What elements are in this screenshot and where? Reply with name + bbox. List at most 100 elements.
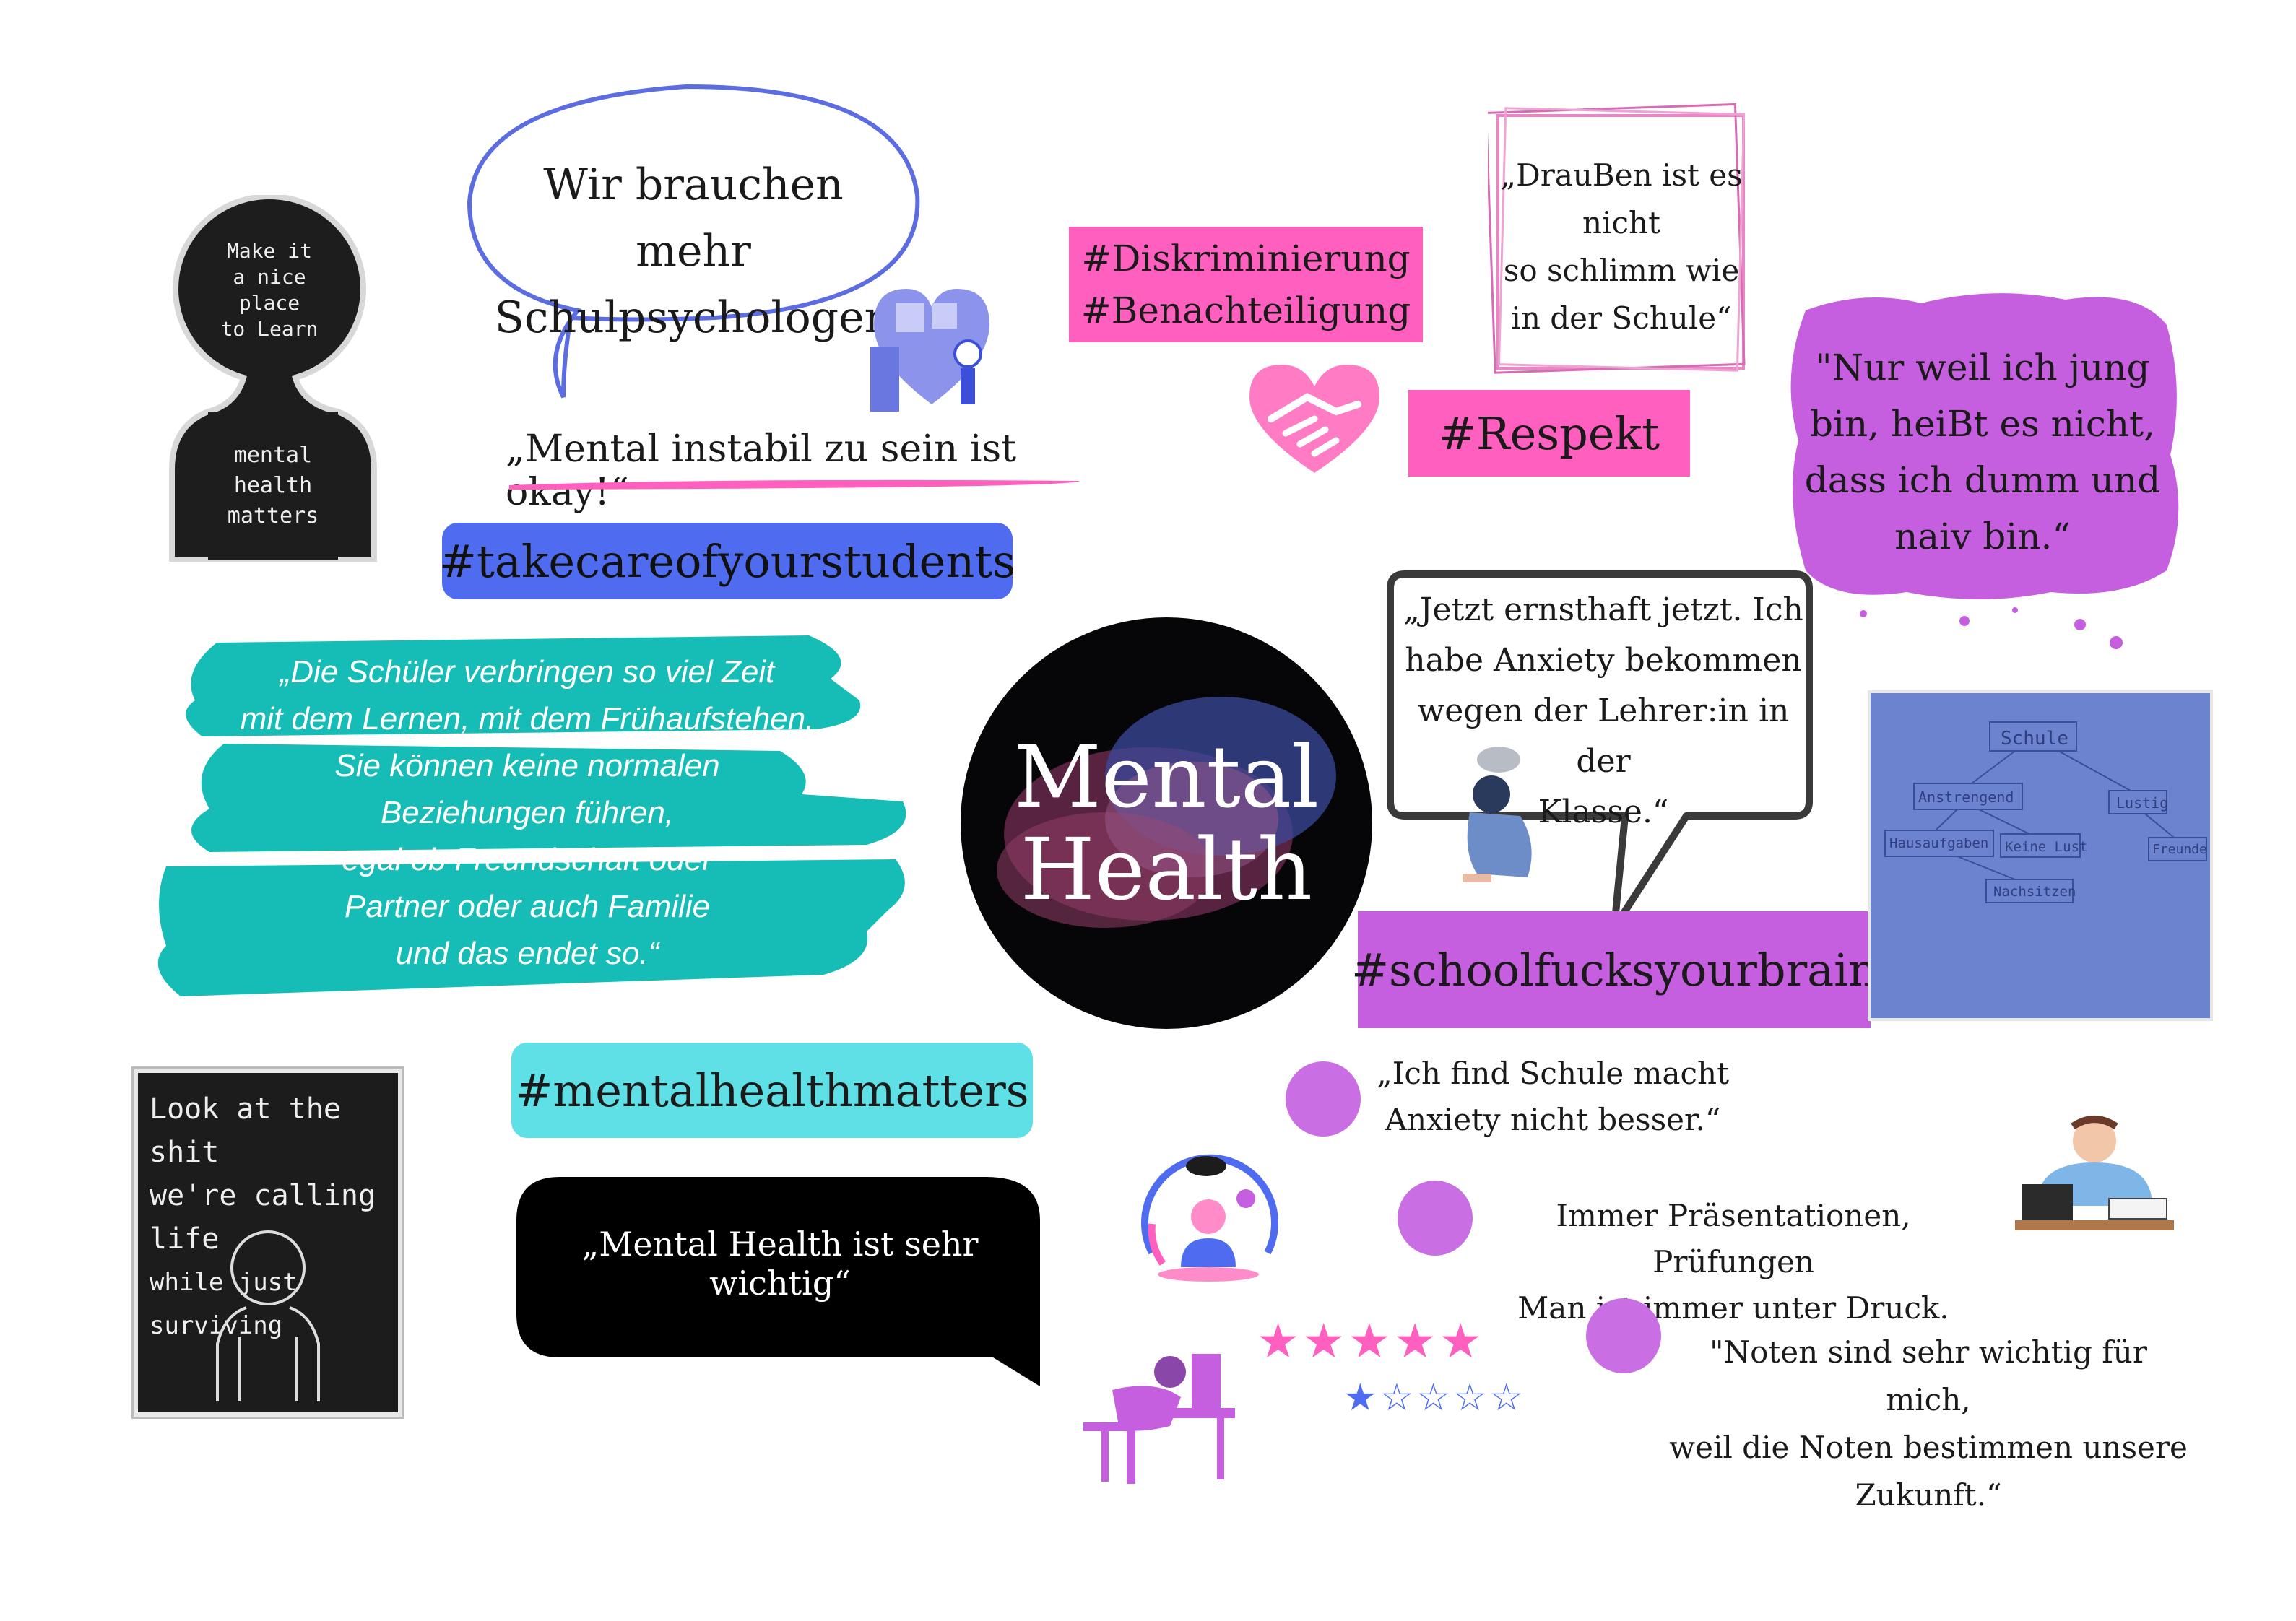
black-bubble-shape-icon [516,1177,1040,1386]
smoke-cloud-icon [997,697,1336,928]
chalkboard-line-3: while just surviving [150,1268,298,1340]
splash-quote: "Nur weil ich jung bin, heiBt es nicht, … [1777,282,2188,657]
stressed-person-circle [1130,1144,1289,1296]
teal-quote-line-3: Sie können keine normalen [334,748,720,783]
black-bubble-text: „Mental Health ist sehr wichtig“ [581,1225,979,1303]
frame-quote-line-2: nicht [1582,205,1660,240]
bullet-dot-2 [1398,1181,1473,1256]
teal-quote-line-1: „Die Schüler verbringen so viel Zeit [280,654,775,690]
tag-schoolfucksyourbrain: #schoolfucksyourbrain [1351,911,1877,1028]
underlined-quote-text: „Mental instabil zu sein ist okay!“ [506,427,1017,514]
bullet-quote-3-line-3: Zukunft.“ [1855,1477,2002,1513]
bullet-quote-1-line-2: Anxiety nicht besser.“ [1385,1102,1721,1137]
chalk-text-2: a nice place [233,265,306,315]
teal-quote-line-4: Beziehungen führen, [380,795,675,830]
teal-quote-line-6: Partner oder auch Familie [344,889,711,924]
bullet-quote-1: „Ich find Schule macht Anxiety nicht bes… [1372,1051,1733,1143]
heart-puzzle-illustration [859,274,1004,419]
tag-benachteiligung-label: #Benachteiligung [1080,290,1411,331]
chalk-figure-icon [169,194,377,562]
chalkboard-photo: Look at the shit we're calling life whil… [134,1069,402,1417]
anxiety-bubble-line-1: „Jetzt ernsthaft jetzt. Ich [1403,591,1803,628]
double-frame-icon [1488,103,1746,374]
teal-brush-strokes-icon [157,635,906,996]
sad-sitting-figure [1448,744,1549,888]
bullet-quote-3-line-1: "Noten sind sehr wichtig für mich, [1710,1334,2147,1417]
rating-filled-star: ★ [1343,1376,1380,1420]
chalk-text-1: Make it [226,239,312,263]
square-bubble-outline-icon [1387,570,1813,931]
speech-bubble-line-2: Schulpsychologen [494,292,893,343]
chalk-text-3: to Learn [220,317,319,341]
center-circle: Mental Health [961,617,1372,1029]
tag-respekt: #Respekt [1408,390,1690,477]
mindmap-node-6: Nachsitzen [1993,884,2076,900]
bullet-dot-1 [1286,1061,1361,1137]
tag-diskriminierung-label: #Diskriminierung [1081,238,1411,279]
speech-bubble-top: Wir brauchen mehr Schulpsychologen [455,72,932,404]
bullet-quote-2-line-1: Immer Präsentationen, Prüfungen [1556,1198,1911,1279]
person-at-desk-illustration [1062,1339,1242,1484]
splash-quote-line-2: bin, heiBt es nicht, [1809,403,2156,445]
center-title-line-2: Health [1020,820,1313,919]
mindmap-lines-icon [1884,721,2207,903]
rating-filled-row: ★★★★★ [1257,1313,1485,1369]
anxiety-bubble-line-2: habe Anxiety bekommen [1405,642,1802,679]
teal-quote-line-5: egal ob Freundschaft oder [342,842,713,877]
teal-quote-line-2: mit dem Lernen, mit dem Frühaufstehen. [240,701,815,736]
mindmap-node-1: Anstrengend [1918,788,2014,806]
tag-respekt-label: #Respekt [1438,407,1660,460]
bullet-quote-3-line-2: weil die Noten bestimmen unsere [1669,1430,2188,1465]
frame-quote-line-3: so schlimm wie [1503,253,1740,288]
tag-takecareofyourstudents: #takecareofyourstudents [439,523,1016,599]
teal-quote-line-7: und das endet so.“ [395,936,659,971]
tag-takecare-label: #takecareofyourstudents [439,534,1016,588]
sad-person-icon [1463,747,1532,882]
stressed-student-icon [2015,1116,2174,1230]
speech-bubble-outline-icon [467,84,920,399]
chalk-head-sticker: Make it a nice place to Learn mental hea… [157,194,389,563]
speech-bubble-line-1: Wir brauchen mehr [543,160,844,277]
frame-quote-line-1: „DrauBen ist es [1500,157,1743,193]
chalkboard-line-2: we're calling life [150,1179,376,1256]
bullet-quote-2-line-2: Man ist immer unter Druck. [1517,1290,1949,1326]
teal-quote: „Die Schüler verbringen so viel Zeit mit… [144,628,917,1004]
rating-second-row: ★☆☆☆☆ [1343,1379,1526,1417]
splash-quote-line-1: "Nur weil ich jung [1815,347,2150,388]
tag-mentalhealthmatters-label: #mentalhealthmatters [515,1064,1029,1117]
mindmap-node-2: Lustig [2116,794,2169,812]
bullet-quote-3: "Noten sind sehr wichtig für mich, weil … [1668,1329,2188,1519]
bullet-quote-2: Immer Präsentationen, Prüfungen Man ist … [1473,1193,1993,1331]
frame-quote: „DrauBen ist es nicht so schlimm wie in … [1488,101,1755,383]
chalkboard-line-1: Look at the shit [150,1092,341,1169]
chalk-text-6: matters [227,503,319,529]
stressed-person-icon [1141,1154,1278,1282]
anxiety-bubble-line-3: wegen der Lehrer:in in der [1417,692,1790,780]
mindmap-node-5: Freunde [2152,842,2207,857]
tag-mentalhealthmatters: #mentalhealthmatters [511,1043,1033,1138]
underlined-quote: „Mental instabil zu sein ist okay!“ [506,427,1098,514]
mindmap-node-center: Schule [2001,728,2068,749]
bullet-quote-1-line-1: „Ich find Schule macht [1377,1056,1729,1091]
center-title-line-1: Mental [1013,727,1320,827]
handshake-heart-icon [1249,365,1379,473]
tag-schoolfucks-label: #schoolfucksyourbrain [1351,943,1877,996]
anxiety-bubble: „Jetzt ernsthaft jetzt. Ich habe Anxiety… [1383,570,1824,939]
rating-empty-stars: ☆☆☆☆ [1379,1376,1527,1420]
tag-diskriminierung: #Diskriminierung #Benachteiligung [1069,227,1423,342]
chalk-text-5: health [233,473,313,498]
mindmap-node-4: Keine Lust [2005,839,2088,855]
heart-puzzle-icon [870,289,989,412]
mindmap-photo: Schule Anstrengend Lustig Hausaufgaben K… [1871,693,2210,1018]
mindmap-node-3: Hausaufgaben [1889,835,1989,851]
chalk-stick-figure-icon [216,1230,320,1401]
handshake-heart-illustration [1242,361,1387,477]
chalk-text-4: mental [233,443,313,468]
stressed-student-illustration [2008,1105,2181,1256]
brush-underline-icon [509,479,1080,490]
tired-student-icon [1083,1354,1235,1484]
anxiety-bubble-line-4: Klasse.“ [1538,794,1669,830]
splash-quote-line-3: dass ich dumm und [1804,459,2161,501]
splash-quote-line-4: naiv bin.“ [1894,516,2071,557]
frame-quote-line-4: in der Schule“ [1511,300,1732,336]
